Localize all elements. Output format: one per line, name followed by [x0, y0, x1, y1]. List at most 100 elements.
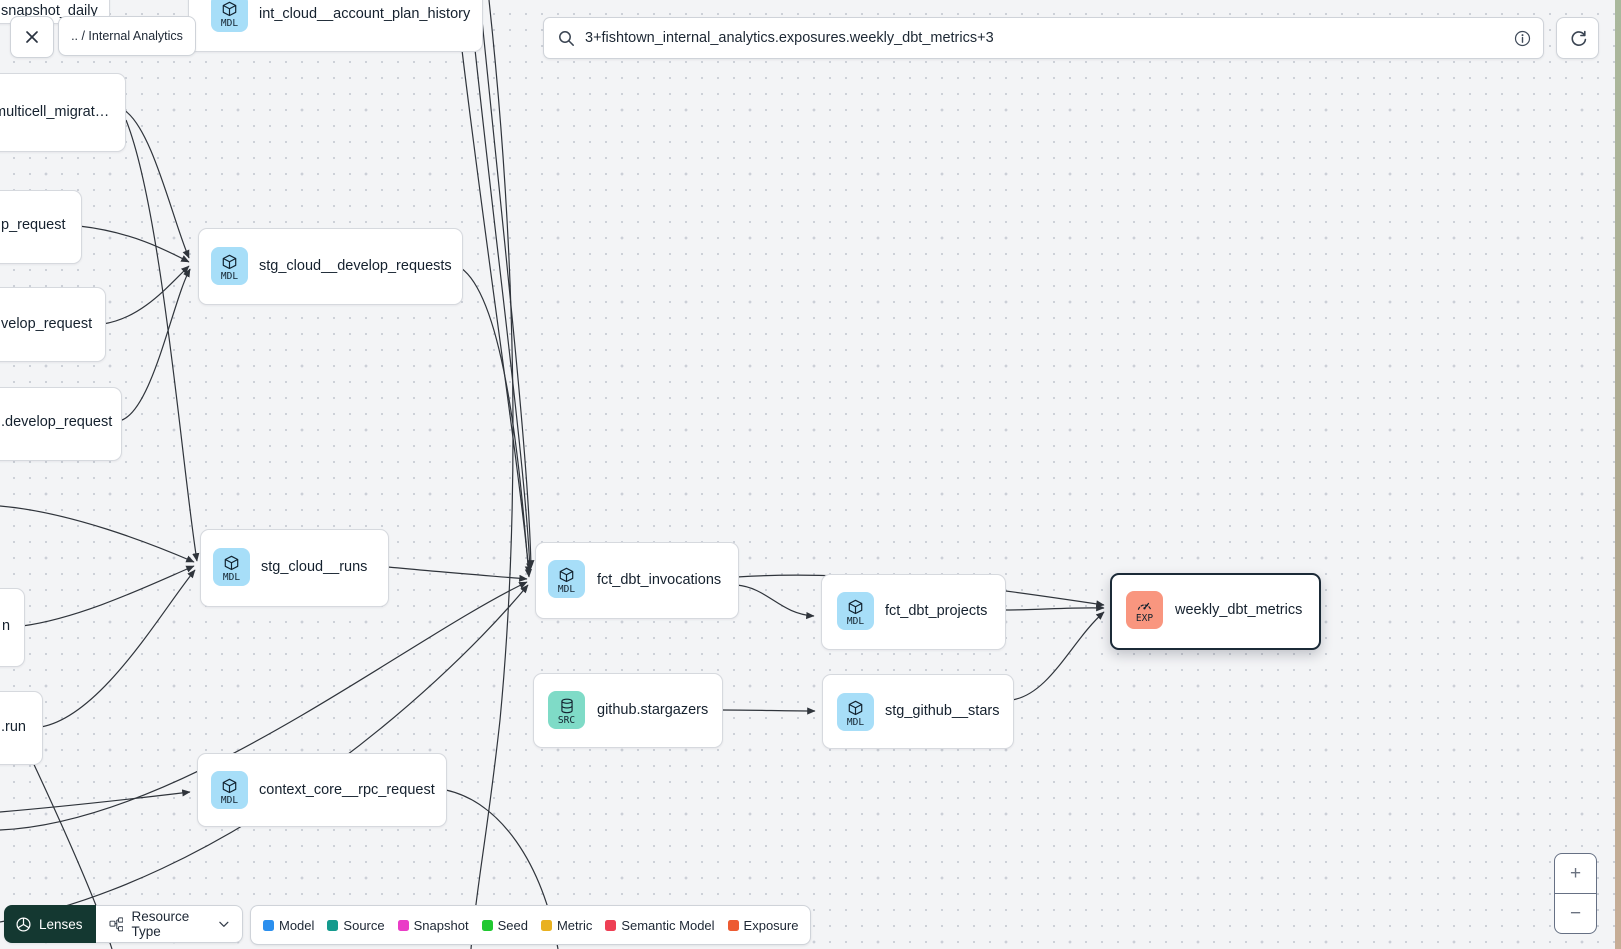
badge-type-label: MDL — [220, 795, 239, 806]
node-develop-request-c[interactable] — [0, 387, 122, 461]
node-multicell-migration[interactable] — [0, 73, 126, 152]
multicell-migration-label: multicell_migrat… — [0, 104, 110, 120]
context-core-rpc-request-label: context_core__rpc_request — [259, 782, 435, 798]
node-weekly-dbt-metrics[interactable] — [1110, 573, 1321, 650]
node-develop-request-a[interactable] — [0, 190, 82, 264]
legend-item-semantic-model: Semantic Model — [605, 917, 715, 933]
badge-type-label: MDL — [557, 584, 576, 595]
github-stargazers-label: github.stargazers — [597, 702, 709, 718]
badge-type-label: MDL — [846, 717, 865, 728]
fct-dbt-projects-type-badge: MDL — [837, 592, 874, 630]
develop-request-c-label: .develop_request — [1, 414, 113, 430]
refresh-icon — [1571, 30, 1586, 46]
legend-swatch — [540, 919, 552, 931]
legend-item-seed: Seed — [481, 918, 528, 933]
lineage-edge — [0, 581, 528, 831]
close-icon — [26, 31, 38, 43]
legend-label: Metric — [556, 917, 593, 933]
info-icon[interactable] — [1514, 30, 1531, 47]
lineage-edge — [0, 789, 191, 813]
node-develop-request-b[interactable] — [0, 287, 106, 362]
legend-swatch — [397, 919, 409, 931]
fct-dbt-invocations-type-badge: MDL — [548, 560, 585, 598]
lineage-edge — [1003, 604, 1105, 612]
breadcrumb-label: .. / Internal Analytics — [71, 29, 183, 43]
lineage-edge — [40, 569, 196, 728]
zoom-out-button[interactable]: − — [1569, 902, 1582, 924]
lenses-bar: Lenses Resource Type — [4, 905, 243, 943]
stg-github-stars-label: stg_github__stars — [885, 703, 1000, 719]
partial-n-label: n — [2, 618, 11, 634]
legend-swatch — [605, 919, 617, 931]
legend-swatch — [481, 919, 493, 931]
lineage-edge — [460, 267, 532, 578]
search-icon — [557, 29, 576, 48]
search-input[interactable] — [585, 30, 1506, 46]
cube-icon — [847, 595, 864, 615]
lineage-edge — [736, 584, 815, 620]
badge-type-label: SRC — [557, 715, 576, 726]
lineage-edge — [0, 505, 195, 563]
int-cloud-account-plan-history-type-badge: MDL — [211, 0, 248, 32]
cube-icon — [221, 250, 238, 270]
weekly-dbt-metrics-label: weekly_dbt_metrics — [1175, 602, 1303, 618]
breadcrumb[interactable]: .. / Internal Analytics — [58, 16, 196, 56]
partial-run-label: .run — [1, 719, 26, 735]
cube-icon — [847, 696, 864, 716]
develop-request-a-label: p_request — [1, 217, 66, 233]
search-bar[interactable] — [543, 17, 1544, 59]
lenses-label: Lenses — [39, 916, 83, 932]
cube-icon — [223, 551, 240, 571]
badge-type-label: MDL — [846, 616, 865, 627]
node-partial-n[interactable] — [0, 588, 25, 667]
badge-type-label: MDL — [220, 18, 239, 29]
legend-item-snapshot: Snapshot — [397, 917, 469, 933]
legend-item-model: Model — [263, 918, 314, 933]
int-cloud-account-plan-history-label: int_cloud__account_plan_history — [259, 6, 471, 22]
lineage-edge — [720, 707, 816, 715]
cube-icon — [221, 774, 238, 794]
lineage-edge — [21, 565, 195, 627]
lineage-edge — [102, 265, 190, 325]
snapshot-daily-label: snapshot_daily — [1, 3, 98, 19]
stg-github-stars-type-badge: MDL — [837, 693, 874, 731]
node-partial-run[interactable] — [0, 691, 43, 765]
context-core-rpc-request-type-badge: MDL — [211, 771, 248, 809]
lineage-edge — [479, 0, 535, 569]
cube-icon — [558, 563, 575, 583]
resource-type-legend: Model Source Snapshot Seed Metric Semantic Mo… — [250, 905, 812, 945]
legend-item-source: Source — [327, 917, 385, 933]
refresh-button[interactable] — [1556, 17, 1599, 59]
close-button[interactable] — [10, 16, 54, 58]
legend-item-metric: Metric — [540, 917, 593, 933]
lineage-edge — [461, 49, 532, 575]
screen-edge-strip — [1615, 0, 1621, 949]
lenses-button[interactable]: Lenses — [4, 905, 96, 943]
develop-request-b-label: velop_request — [1, 316, 93, 332]
lineage-edge — [125, 119, 200, 562]
lineage-edge — [470, 11, 534, 572]
legend-swatch — [727, 919, 739, 931]
legend-item-exposure: Exposure — [727, 918, 798, 933]
stg-cloud-runs-label: stg_cloud__runs — [261, 559, 368, 575]
badge-type-label: MDL — [220, 271, 239, 282]
lineage-edge — [118, 268, 191, 422]
lineage-edge — [1011, 611, 1105, 701]
legend-label: Snapshot — [413, 917, 469, 933]
weekly-dbt-metrics-type-badge: EXP — [1126, 591, 1163, 629]
cube-icon — [221, 0, 238, 17]
legend-swatch — [327, 919, 339, 931]
fct-dbt-invocations-label: fct_dbt_invocations — [597, 572, 722, 588]
legend-label: Semantic Model — [621, 917, 715, 933]
stg-cloud-develop-requests-type-badge: MDL — [211, 247, 248, 285]
lineage-edge — [470, 0, 514, 949]
chevron-down-icon — [219, 921, 229, 927]
zoom-in-button[interactable]: + — [1555, 854, 1596, 894]
lineage-edge — [78, 225, 190, 263]
zoom-controls: + − — [1554, 853, 1597, 934]
badge-type-label: EXP — [1135, 613, 1154, 624]
legend-label: Source — [343, 917, 385, 933]
resource-type-dropdown[interactable]: Resource Type — [95, 905, 243, 943]
lineage-edge — [387, 566, 528, 582]
